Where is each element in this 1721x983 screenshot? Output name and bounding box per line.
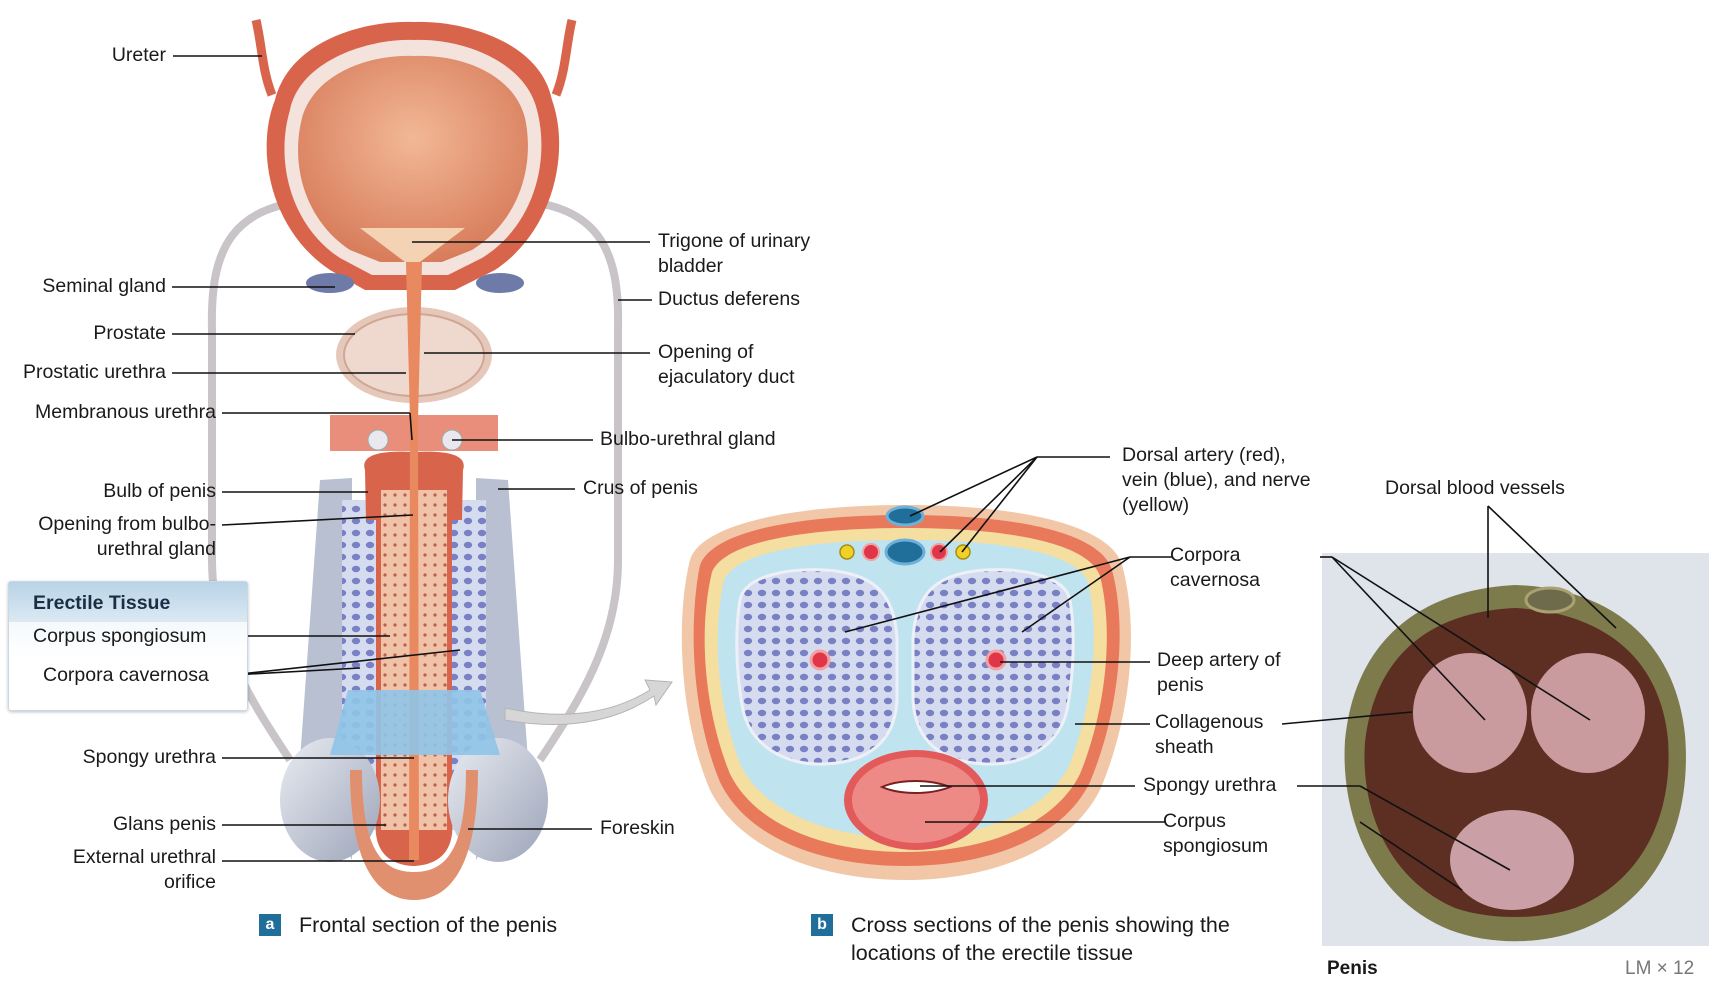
photo-magnification: LM × 12 xyxy=(1625,958,1694,980)
legend-title: Erectile Tissue xyxy=(33,592,170,615)
label-external-urethral-orifice: External urethral orifice xyxy=(40,845,216,895)
label-opening-ejaculatory-duct: Opening of ejaculatory duct xyxy=(658,340,848,390)
label-ureter: Ureter xyxy=(60,43,166,68)
label-dorsal-artery-vein-nerve: Dorsal artery (red), vein (blue), and ne… xyxy=(1122,443,1322,518)
label-corpora-cavernosa-b: Corpora cavernosa xyxy=(1170,543,1270,593)
panel-b-caption: Cross sections of the penis showing the … xyxy=(851,911,1261,967)
legend-item-corpora-cavernosa: Corpora cavernosa xyxy=(43,663,209,688)
label-prostate: Prostate xyxy=(40,321,166,346)
frontal-section-illustration xyxy=(212,20,672,900)
panel-b-tag: b xyxy=(811,914,833,936)
label-spongy-urethra-b: Spongy urethra xyxy=(1143,773,1276,798)
label-deep-artery: Deep artery of penis xyxy=(1157,648,1297,698)
label-dorsal-blood-vessels: Dorsal blood vessels xyxy=(1385,476,1565,501)
label-bulb-of-penis: Bulb of penis xyxy=(40,479,216,504)
legend-item-corpus-spongiosum: Corpus spongiosum xyxy=(33,624,206,649)
cross-section-illustration xyxy=(682,505,1131,880)
panel-a-tag: a xyxy=(259,914,281,936)
label-opening-bulbo-urethral: Opening from bulbo-urethral gland xyxy=(10,512,216,562)
label-bulbo-urethral-gland: Bulbo-urethral gland xyxy=(600,427,776,452)
label-membranous-urethra: Membranous urethra xyxy=(0,400,216,425)
label-collagenous-sheath: Collagenous sheath xyxy=(1155,710,1275,760)
panel-a-caption: Frontal section of the penis xyxy=(299,911,557,939)
label-trigone: Trigone of urinary bladder xyxy=(658,229,848,279)
label-spongy-urethra-a: Spongy urethra xyxy=(40,745,216,770)
micrograph-illustration xyxy=(1311,540,1717,983)
label-crus-of-penis: Crus of penis xyxy=(583,476,698,501)
label-glans-penis: Glans penis xyxy=(40,812,216,837)
label-corpus-spongiosum-b: Corpus spongiosum xyxy=(1163,809,1283,859)
label-foreskin: Foreskin xyxy=(600,816,675,841)
erectile-tissue-legend: Erectile Tissue Corpus spongiosum Corpor… xyxy=(8,581,248,711)
label-ductus-deferens: Ductus deferens xyxy=(658,287,800,312)
label-prostatic-urethra: Prostatic urethra xyxy=(0,360,166,385)
photo-label: Penis xyxy=(1327,958,1378,980)
label-seminal-gland: Seminal gland xyxy=(10,274,166,299)
